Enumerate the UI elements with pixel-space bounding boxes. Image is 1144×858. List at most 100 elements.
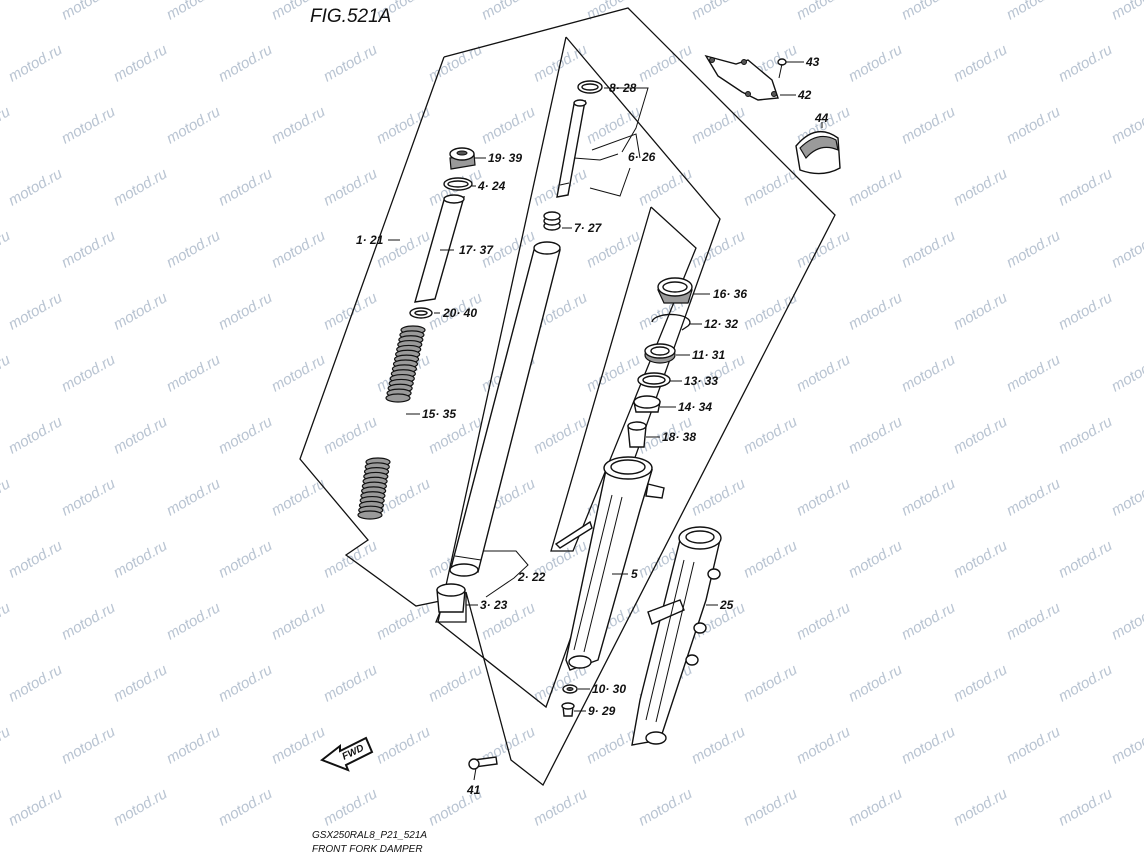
watermark-text: motod.ru	[6, 41, 66, 86]
watermark-text: motod.ru	[111, 289, 171, 334]
spacer-part-17	[414, 196, 465, 303]
watermark-text: motod.ru	[584, 103, 644, 148]
watermark-text: motod.ru	[584, 351, 644, 396]
watermark-text: motod.ru	[899, 599, 959, 644]
watermark-text: motod.ru	[164, 103, 224, 148]
watermark-text: motod.ru	[321, 289, 381, 334]
o-ring-part-4-inner	[447, 180, 469, 188]
watermark-text: motod.ru	[951, 41, 1011, 86]
watermark-text: motod.ru	[1004, 103, 1064, 148]
washer-inner	[414, 310, 428, 316]
callout-10-30: 10· 30	[592, 682, 626, 696]
washer-10-hole	[566, 687, 574, 691]
watermark-text: motod.ru	[216, 413, 276, 458]
watermark-text: motod.ru	[689, 723, 749, 768]
watermark-text: motod.ru	[1109, 0, 1144, 23]
fork-spring-part-15	[357, 325, 426, 520]
watermark-text: motod.ru	[0, 723, 14, 768]
watermark-text: motod.ru	[1004, 0, 1064, 23]
watermark-text: motod.ru	[1056, 785, 1116, 830]
watermark-text: motod.ru	[794, 227, 854, 272]
watermark-text: motod.ru	[0, 0, 14, 23]
watermark-text: motod.ru	[0, 103, 14, 148]
callout-1-21: 1· 21	[356, 233, 384, 247]
watermark-text: motod.ru	[479, 0, 539, 23]
cap-bolt-part-19	[449, 147, 476, 170]
callout-25: 25	[719, 598, 734, 612]
watermark-text: motod.ru	[269, 227, 329, 272]
watermark-text: motod.ru	[164, 0, 224, 23]
watermark-text: motod.ru	[846, 661, 906, 706]
watermark-text: motod.ru	[59, 723, 119, 768]
callout-11-31: 11· 31	[692, 348, 725, 362]
watermark-text: motod.ru	[374, 599, 434, 644]
watermark-text: motod.ru	[846, 785, 906, 830]
watermark-text: motod.ru	[59, 351, 119, 396]
bracket-hole-4	[745, 91, 751, 97]
watermark-text: motod.ru	[689, 227, 749, 272]
watermark-text: motod.ru	[531, 785, 591, 830]
watermark-text: motod.ru	[269, 723, 329, 768]
watermark-text: motod.ru	[111, 661, 171, 706]
callout-9-29: 9· 29	[588, 704, 616, 718]
watermark-text: motod.ru	[951, 165, 1011, 210]
watermark-text: motod.ru	[6, 661, 66, 706]
watermark-text: motod.ru	[0, 351, 14, 396]
watermark-text: motod.ru	[59, 103, 119, 148]
watermark-text: motod.ru	[899, 0, 959, 23]
watermark-text: motod.ru	[741, 289, 801, 334]
watermark-text: motod.ru	[164, 227, 224, 272]
watermark-text: motod.ru	[321, 413, 381, 458]
watermark-text: motod.ru	[741, 413, 801, 458]
damper-rod-boundary	[437, 36, 721, 709]
watermark-text: motod.ru	[216, 661, 276, 706]
watermark-text: motod.ru	[899, 227, 959, 272]
watermark-text: motod.ru	[846, 289, 906, 334]
watermark-text: motod.ru	[164, 351, 224, 396]
watermark-text: motod.ru	[899, 475, 959, 520]
watermark-text: motod.ru	[846, 165, 906, 210]
watermark-text: motod.ru	[1109, 351, 1144, 396]
callout-14-34: 14· 34	[678, 400, 712, 414]
watermark-text: motod.ru	[1004, 599, 1064, 644]
dust-seal-part-16	[657, 277, 693, 304]
figure-caption: FRONT FORK DAMPER	[312, 844, 423, 855]
bolt-part-9	[561, 702, 575, 717]
watermark-text: motod.ru	[846, 413, 906, 458]
bracket-hole-2	[741, 59, 747, 65]
callout-5: 5	[631, 567, 638, 581]
callout-8-28: 8· 28	[609, 81, 637, 95]
watermark-text: motod.ru	[1056, 289, 1116, 334]
watermark-text: motod.ru	[426, 41, 486, 86]
watermark-text: motod.ru	[6, 165, 66, 210]
watermark-text: motod.ru	[794, 475, 854, 520]
watermark-text: motod.ru	[741, 661, 801, 706]
watermark-text: motod.ru	[216, 41, 276, 86]
watermark-text: motod.ru	[59, 599, 119, 644]
outer-tube-boundary	[550, 206, 697, 552]
watermark-text: motod.ru	[426, 661, 486, 706]
callout-labels: 8· 28 6· 26 7· 27 19· 39 4· 24 1· 21 17·…	[356, 55, 829, 797]
watermark-text: motod.ru	[1056, 165, 1116, 210]
watermark-text: motod.ru	[0, 599, 14, 644]
watermark-text: motod.ru	[111, 413, 171, 458]
watermark-text: motod.ru	[269, 475, 329, 520]
watermark-text: motod.ru	[1004, 227, 1064, 272]
spacer-top	[443, 194, 465, 204]
inner-tube-bottom	[449, 563, 479, 577]
watermark-text: motod.ru	[1109, 723, 1144, 768]
watermark-text: motod.ru	[111, 785, 171, 830]
bushing-part-3	[436, 583, 466, 613]
watermark-text: motod.ru	[951, 537, 1011, 582]
watermark-text: motod.ru	[479, 103, 539, 148]
watermark-text: motod.ru	[321, 785, 381, 830]
callout-43: 43	[805, 55, 820, 69]
watermark-text: motod.ru	[636, 41, 696, 86]
watermark-text: motod.ru	[899, 103, 959, 148]
watermark-text: motod.ru	[111, 537, 171, 582]
rebound-spring-part-7	[543, 211, 561, 231]
watermark-text: motod.ru	[794, 351, 854, 396]
forward-direction-arrow[interactable]: FWD	[319, 736, 374, 772]
tube-detail	[454, 555, 482, 561]
watermark-text: motod.ru	[899, 351, 959, 396]
